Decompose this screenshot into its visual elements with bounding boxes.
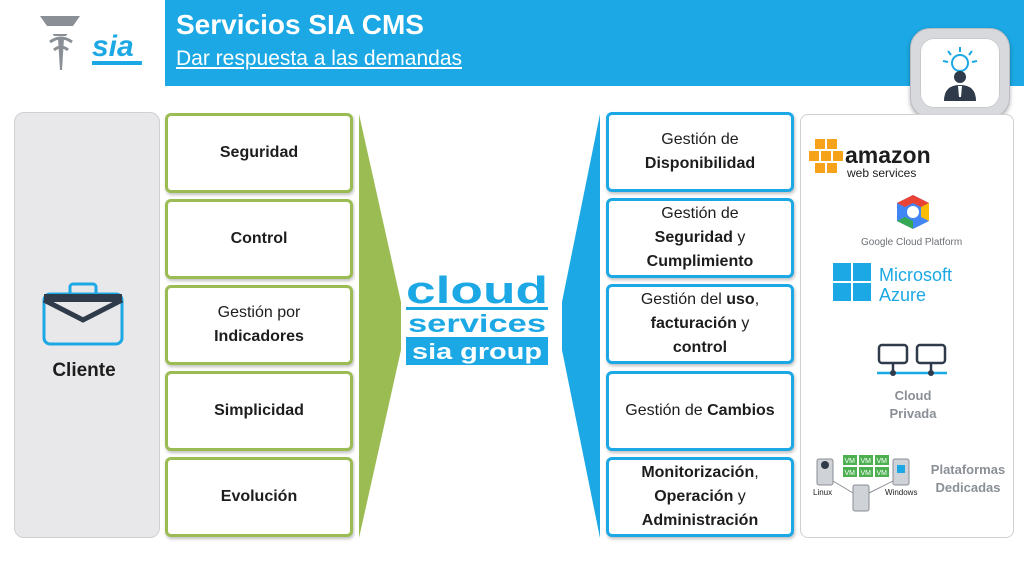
- sia-logo-text: sia: [92, 30, 134, 63]
- service-line-bold: Administración: [641, 512, 759, 529]
- feature-label: Control: [230, 230, 288, 247]
- feature-box-simplicidad: Simplicidad: [165, 371, 353, 451]
- blue-funnel: [562, 114, 600, 538]
- service-box-cambios: Gestión de Cambios: [606, 371, 794, 451]
- dedicated-line1: Plataformas: [930, 462, 1006, 477]
- private-cloud-icon: [877, 343, 947, 376]
- feature-box-seguridad: Seguridad: [165, 113, 353, 193]
- amazon-web-services-logo: amazon web services: [809, 139, 931, 180]
- microsoft-azure-logo: Microsoft Azure: [833, 263, 952, 305]
- feature-box-evolucion: Evolución: [165, 457, 353, 537]
- service-box-monitorizacion: Monitorización, Operación y Administraci…: [606, 457, 794, 537]
- service-line: ,: [754, 464, 759, 481]
- page-subtitle: Dar respuesta a las demandas: [176, 47, 462, 70]
- google-cloud-platform-logo: Google Cloud Platform: [861, 195, 962, 248]
- service-box-seguridad: Gestión de Seguridad y Cumplimiento: [606, 198, 794, 278]
- feature-box-indicadores: Gestión por Indicadores: [165, 285, 353, 365]
- service-line: Gestión de: [661, 205, 739, 222]
- service-line: Gestión de: [661, 131, 739, 148]
- lightbulb-person-icon: [942, 47, 978, 101]
- logo-services-text: services: [408, 310, 546, 338]
- service-line-bold: Operación: [654, 488, 734, 505]
- header-band: [165, 0, 1024, 86]
- feature-label: Indicadores: [214, 328, 304, 345]
- dedicated-platforms-icon: VM VM VM VM VM VM Linux Windows: [813, 455, 917, 512]
- logo-siagroup-text: sia group: [412, 339, 542, 364]
- vm-label: VM: [877, 458, 888, 465]
- service-line-bold: Monitorización: [641, 464, 755, 481]
- vm-label: VM: [861, 470, 872, 477]
- google-cloud-name: Google Cloud Platform: [861, 237, 962, 248]
- service-box-disponibilidad: Gestión de Disponibilidad: [606, 112, 794, 192]
- vm-label: VM: [845, 458, 856, 465]
- service-line-bold: Disponibilidad: [644, 155, 756, 172]
- client-label: Cliente: [52, 360, 116, 381]
- feature-label: Simplicidad: [214, 402, 304, 419]
- feature-label: Seguridad: [219, 144, 299, 161]
- cloud-services-logo: cloud services sia group: [404, 270, 552, 370]
- vm-label: VM: [845, 470, 856, 477]
- service-line: Gestión de: [625, 402, 708, 419]
- service-line-bold: facturación: [650, 315, 737, 332]
- service-line-bold: Cumplimiento: [646, 253, 754, 270]
- private-cloud-line1: Cloud: [894, 388, 932, 403]
- azure-line1: Microsoft: [879, 265, 952, 285]
- service-line: ,: [754, 291, 760, 308]
- providers-panel: amazon web services Google Cloud Platfor…: [800, 114, 1014, 538]
- sia-logo: sia: [36, 12, 148, 76]
- logo-cloud-text: cloud: [406, 270, 548, 312]
- idea-badge: [910, 28, 1010, 118]
- private-cloud-line2: Privada: [889, 406, 937, 421]
- feature-label-pre: Gestión por: [217, 304, 301, 321]
- feature-label: Evolución: [220, 488, 298, 505]
- linux-label: Linux: [813, 488, 832, 497]
- amazon-name: amazon: [845, 142, 931, 168]
- vm-label: VM: [877, 470, 888, 477]
- vm-label: VM: [861, 458, 872, 465]
- service-box-uso: Gestión del uso, facturación y control: [606, 284, 794, 364]
- service-line-bold: Seguridad: [654, 229, 733, 246]
- windows-label: Windows: [885, 488, 917, 497]
- service-line: y: [733, 488, 746, 505]
- briefcase-icon: [40, 280, 126, 348]
- feature-box-control: Control: [165, 199, 353, 279]
- azure-line2: Azure: [879, 285, 926, 305]
- client-panel: [14, 112, 160, 538]
- service-line: y: [736, 315, 750, 332]
- service-line-bold: Cambios: [707, 402, 775, 419]
- service-line: Gestión del: [640, 291, 727, 308]
- service-line: y: [732, 229, 746, 246]
- amazon-sub: web services: [846, 166, 916, 180]
- green-funnel: [355, 112, 403, 540]
- page-title: Servicios SIA CMS: [176, 9, 424, 40]
- service-line-bold: uso: [726, 291, 755, 308]
- service-line-bold: control: [672, 339, 728, 356]
- dedicated-line2: Dedicadas: [935, 480, 1001, 495]
